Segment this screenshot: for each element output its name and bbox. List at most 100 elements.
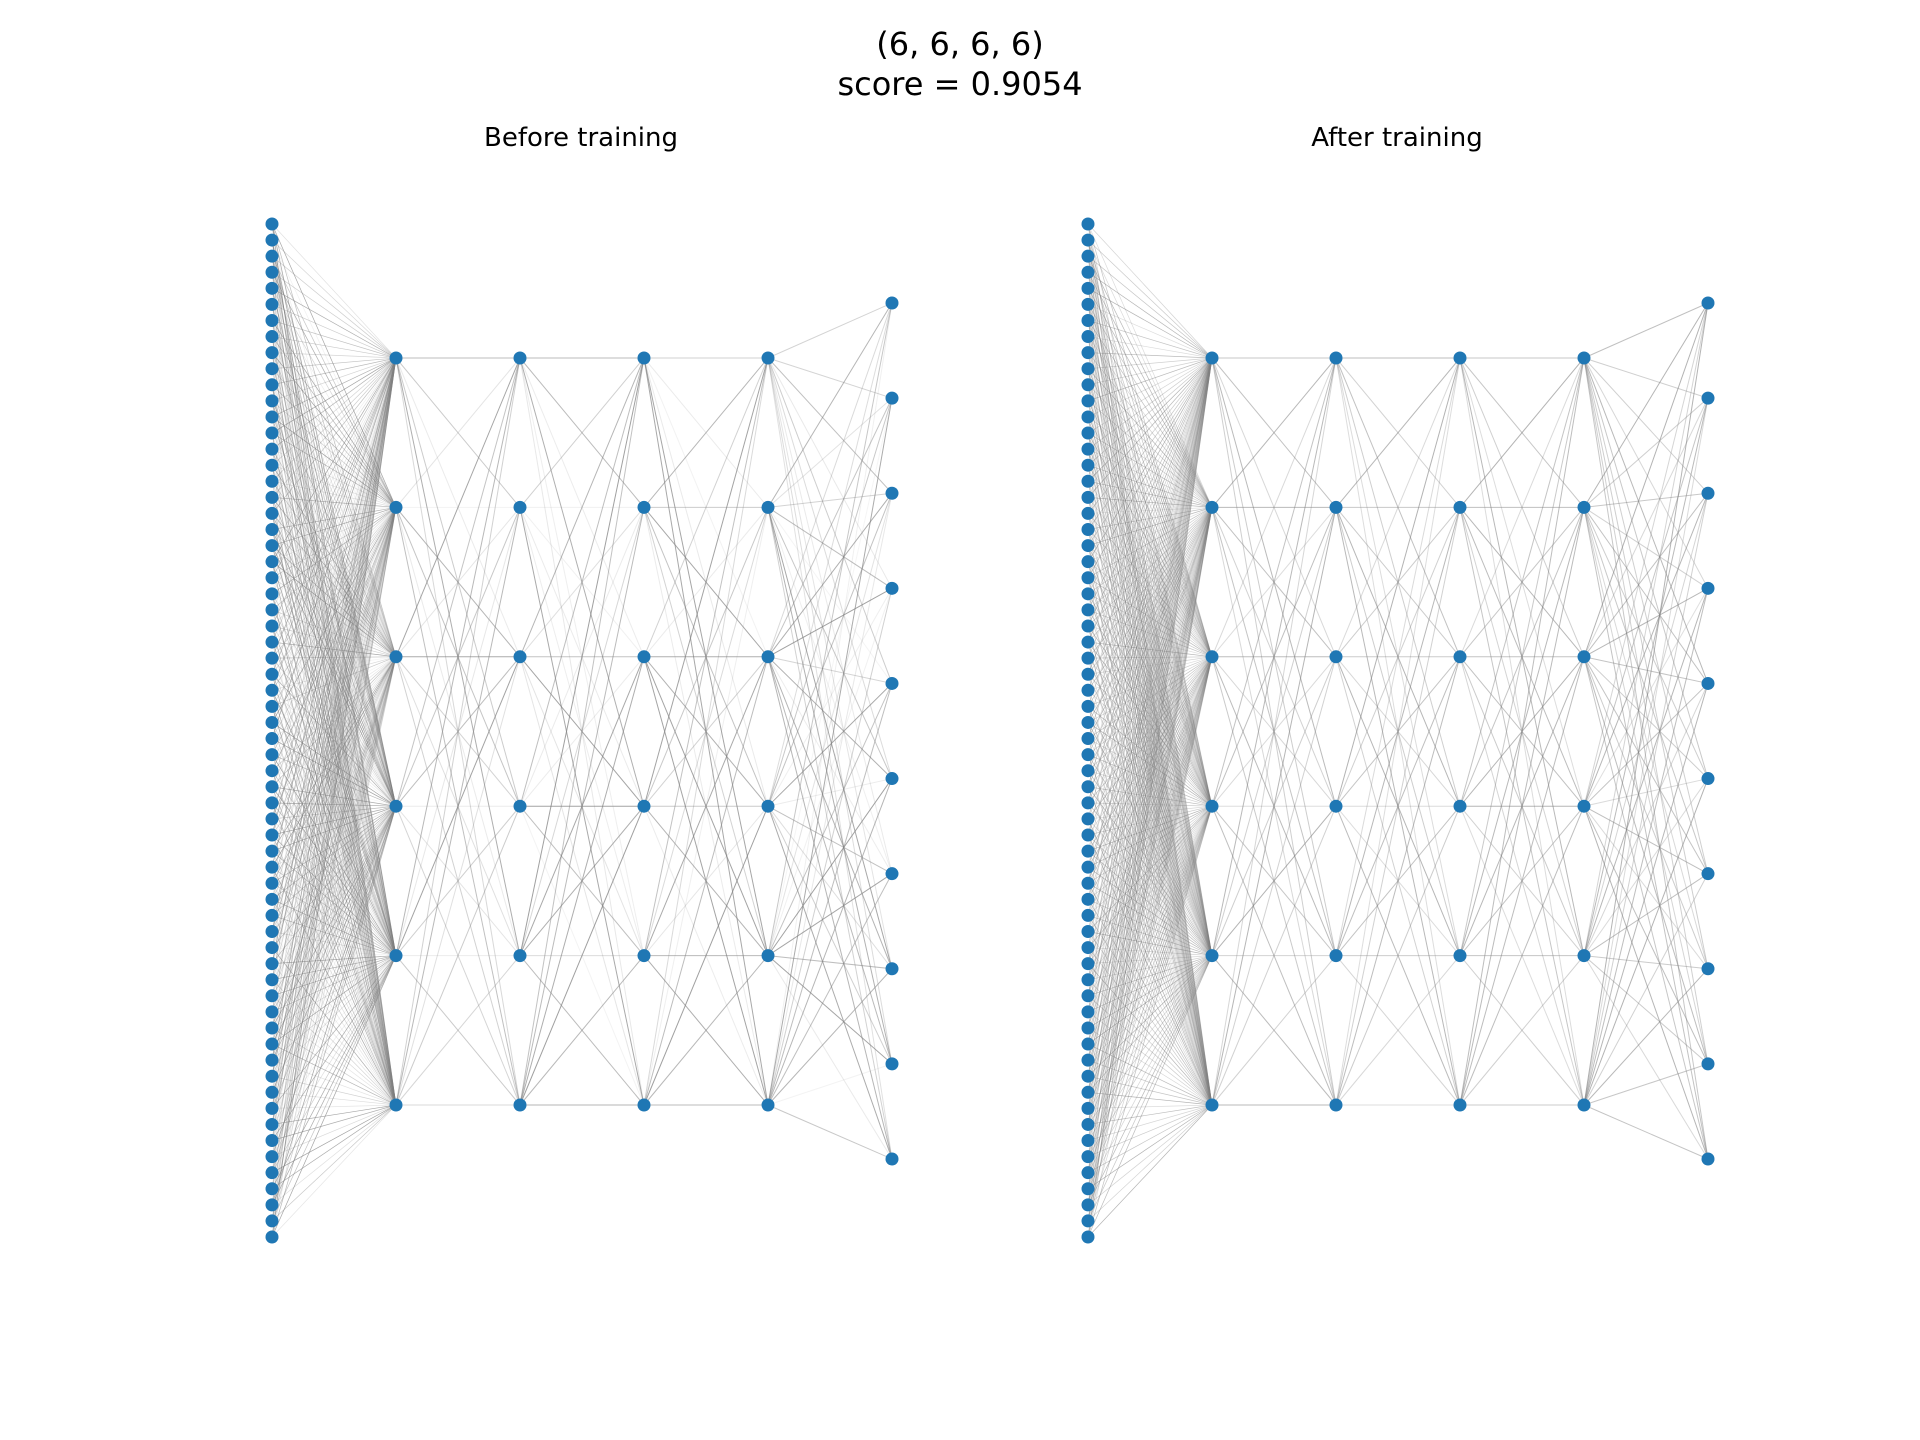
edge-l2-4-0 [519,357,645,956]
edge-l1-2-1 [395,507,521,658]
edge-l0-6-4 [1087,320,1213,956]
edge-l1-3-0 [1211,357,1337,807]
edge-l2-3-2 [519,656,645,807]
edge-l4-3-7 [767,805,893,970]
node-l0-59 [265,1166,279,1180]
edge-l0-44-0 [1087,357,1213,932]
edge-l2-2-0 [519,357,645,657]
edge-l3-5-1 [1459,507,1585,1106]
edge-l0-2-5 [1087,256,1213,1106]
node-l0-56 [265,1117,279,1131]
edge-l0-36-5 [271,802,397,1106]
edge-l0-59-4 [271,955,397,1173]
edge-l0-5-0 [271,304,397,359]
edge-l3-3-1 [643,507,769,807]
edge-l0-44-5 [271,931,397,1106]
edge-l0-5-5 [271,304,397,1106]
edge-l0-43-2 [1087,656,1213,916]
edge-l4-0-7 [767,357,893,969]
edge-l0-20-3 [271,545,397,807]
edge-l0-20-5 [271,545,397,1106]
node-l0-49 [265,1005,279,1019]
edge-l2-5-3 [519,806,645,1106]
edge-l0-11-5 [271,400,397,1106]
edge-l4-1-9 [767,507,893,1160]
edge-l0-51-5 [271,1043,397,1106]
edges [271,223,893,1238]
edge-l0-6-0 [271,320,397,359]
edge-l0-41-3 [271,805,397,884]
edge-l0-60-4 [271,955,397,1189]
edge-l0-10-1 [1087,384,1213,508]
edge-l1-2-5 [395,656,521,1106]
edge-l0-51-1 [1087,507,1213,1045]
edge-l2-1-0 [1335,357,1461,508]
node-l0-3 [265,265,279,279]
edge-l3-3-0 [1459,357,1585,807]
edge-l4-3-9 [1583,806,1709,1160]
node-l0-0 [1081,217,1095,231]
node-l2-2 [1329,650,1343,664]
edge-l3-1-2 [1459,507,1585,658]
edge-l0-34-2 [1087,656,1213,771]
edge-l0-27-0 [1087,357,1213,659]
edge-l4-5-5 [767,778,893,1106]
edge-l0-51-2 [1087,656,1213,1045]
edge-l4-5-6 [767,873,893,1106]
edge-l0-13-3 [271,432,397,807]
node-l0-12 [265,410,279,424]
edge-l0-56-5 [1087,1104,1213,1125]
node-l5-3 [885,581,899,595]
edge-l0-6-5 [271,320,397,1106]
node-l0-63 [1081,1230,1095,1244]
edge-l0-45-4 [1087,947,1213,956]
node-l3-4 [637,949,651,963]
edge-l4-4-9 [1583,955,1709,1160]
edge-l1-4-0 [1211,357,1337,956]
edge-l1-5-2 [395,656,521,1106]
node-l0-55 [265,1101,279,1115]
edge-l2-0-2 [1335,357,1461,657]
node-l0-50 [1081,1021,1095,1035]
edge-l0-49-5 [1087,1011,1213,1106]
edge-l0-2-5 [271,256,397,1106]
edge-l0-35-2 [1087,656,1213,788]
edge-l0-44-0 [271,357,397,932]
edge-l0-23-2 [1087,593,1213,658]
node-l0-43 [265,908,279,922]
edge-l0-45-1 [271,507,397,948]
edge-l0-21-4 [1087,561,1213,956]
node-l0-54 [265,1085,279,1099]
node-l0-19 [265,523,279,537]
edge-l4-2-8 [767,656,893,1065]
edge-l0-24-1 [1087,507,1213,611]
node-l3-5 [637,1098,651,1112]
edge-l3-4-0 [1459,357,1585,956]
node-l0-42 [1081,892,1095,906]
edge-l4-0-8 [767,357,893,1064]
edge-l4-2-5 [1583,656,1709,779]
edge-l0-21-2 [271,561,397,658]
node-l0-7 [1081,330,1095,344]
edge-l0-37-5 [1087,818,1213,1106]
edge-l0-8-4 [271,352,397,956]
edge-l0-58-0 [271,357,397,1157]
node-l0-39 [265,844,279,858]
edge-l0-14-3 [271,448,397,807]
edge-l0-54-2 [1087,656,1213,1093]
edge-l0-38-2 [1087,656,1213,836]
edge-l0-48-0 [1087,357,1213,996]
edge-l0-55-2 [271,656,397,1109]
edge-l0-51-0 [1087,357,1213,1045]
edge-l0-23-1 [271,507,397,595]
edge-l0-30-4 [1087,706,1213,956]
edge-l0-61-5 [1087,1104,1213,1206]
edge-l0-55-4 [271,955,397,1109]
edge-l0-24-0 [271,357,397,611]
edge-l0-40-1 [271,507,397,868]
node-l0-54 [1081,1085,1095,1099]
node-l0-22 [265,571,279,585]
edge-l4-2-4 [767,656,893,684]
edge-l4-0-1 [767,357,893,399]
edge-l0-62-5 [1087,1104,1213,1222]
